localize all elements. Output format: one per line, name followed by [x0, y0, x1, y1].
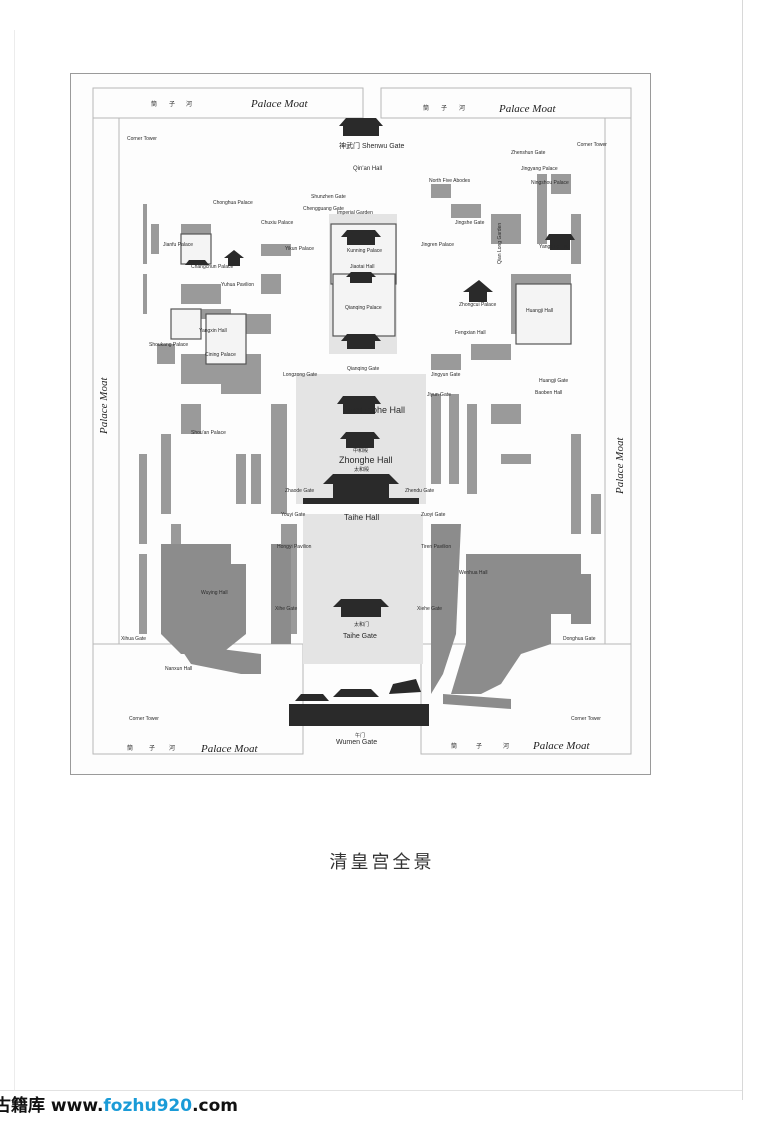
xihua-gate-label: Xihua Gate [121, 636, 146, 642]
yuhua-pavilion-label: Yuhua Pavilion [221, 282, 254, 288]
jingshe-gate-label: Jingshe Gate [455, 220, 485, 226]
zhongcui-palace-label: Zhongcui Palace [459, 302, 496, 308]
qinan-hall-label: Qin'an Hall [353, 166, 382, 172]
qian-long-garden-label: Qian Long Garden [497, 223, 503, 264]
moat-cn-9: 河 [169, 744, 175, 752]
taihe-gate-cn: 太和门 [354, 621, 369, 628]
yangxing-hall-label: Yangxing Hall [539, 244, 569, 250]
hongyi-pavilion-label: Hongyi Pavilion [277, 544, 312, 550]
chonghua-palace-label: Chonghua Palace [213, 200, 253, 206]
moat-cn-5: 子 [441, 105, 447, 112]
moat-cn-4: 筒 [423, 104, 429, 112]
shunzhen-gate-label: Shunzhen Gate [311, 194, 346, 200]
qianqing-palace-label: Qianqing Palace [345, 305, 382, 311]
moat-cn-10: 筒 [451, 742, 457, 750]
footer-suffix: .com [192, 1096, 239, 1116]
footer-highlight: fozhu920 [103, 1096, 193, 1116]
moat-cn-2: 子 [169, 101, 175, 108]
zhonghe-hall-label: Zhonghe Hall [339, 455, 393, 465]
moat-cn-chars: 筒 子 河 筒 子 河 筒 子 河 筒 子 河 [127, 100, 509, 752]
jingyang-palace-label: Jingyang Palace [521, 166, 558, 172]
huangji-gate-label: Huangji Gate [539, 378, 568, 384]
palace-map-frame: Palace Moat Palace Moat Palace Moat Pala… [70, 73, 651, 775]
moat-banks [92, 87, 632, 755]
corner-tower-ne: Corner Tower [577, 142, 607, 148]
xihe-gate-label: Xihe Gate [275, 606, 297, 612]
donghua-gate-label: Donghua Gate [563, 636, 596, 642]
jiyun-gate-label: Jiyun Gate [427, 392, 451, 398]
nanxun-hall-label: Nanxun Hall [165, 666, 192, 672]
wuying-hall-label: Wuying Hall [201, 590, 228, 596]
north-five-abodes-label: North Five Abodes [429, 178, 471, 184]
wumen-gate-cn: 午门 [355, 732, 365, 739]
wenhua-complex [431, 524, 591, 709]
qianqing-gate-label: Qianqing Gate [347, 366, 379, 372]
moat-cn-1: 筒 [151, 100, 157, 108]
corner-tower-sw: Corner Tower [129, 716, 159, 722]
forbidden-city-map: Palace Moat Palace Moat Palace Moat Pala… [92, 87, 632, 755]
axis-labels: 神武门 Shenwu Gate Qin'an Hall Kunning Pala… [336, 141, 405, 746]
map-caption: 清皇宫全景 [329, 852, 435, 873]
footer-prefix: 古籍库 www. [0, 1096, 104, 1116]
moat-cn-11: 子 [476, 743, 482, 750]
moat-cn-7: 筒 [127, 744, 133, 752]
wuying-complex [161, 544, 291, 674]
baoben-hall-label: Baoben Hall [535, 390, 562, 396]
shoukang-palace-label: Shoukang Palace [149, 342, 188, 348]
moat-cn-3: 河 [186, 100, 192, 108]
moat-cn-8: 子 [149, 745, 155, 752]
jingren-palace-label: Jingren Palace [421, 242, 454, 248]
baohe-hall-label: Baohe Hall [361, 405, 405, 415]
cining-palace-label: Cining Palace [205, 352, 236, 358]
shenwu-gate-label: 神武门 Shenwu Gate [339, 141, 404, 150]
corner-tower-nw: Corner Tower [127, 136, 157, 142]
imperial-garden-label: Imperial Garden [337, 210, 373, 216]
moat-label-south-west: Palace Moat [200, 743, 258, 755]
changchun-palace-label: Changchun Palace [191, 264, 233, 270]
corner-tower-se: Corner Tower [571, 716, 601, 722]
taihe-hall-cn: 太和殿 [354, 466, 369, 473]
jianfu-palace-label: Jianfu Palace [163, 242, 193, 248]
chuxiu-palace-label: Chuxiu Palace [261, 220, 293, 226]
moat-label-west: Palace Moat [98, 377, 110, 435]
zhendu-gate-label: Zhendu Gate [405, 488, 434, 494]
yikun-palace-label: Yikun Palace [285, 246, 314, 252]
side-labels: Corner Tower Corner Tower Corner Tower C… [121, 136, 607, 722]
tiren-pavilion-label: Tiren Pavilion [421, 544, 451, 550]
moat-label-north-west: Palace Moat [250, 98, 308, 110]
zhonghe-hall-cn: 中和殿 [353, 447, 368, 454]
kunning-palace-label: Kunning Palace [347, 248, 382, 254]
east-blocks [431, 174, 601, 534]
wenhua-hall-label: Wenhua Hall [459, 570, 488, 576]
fengxian-hall-label: Fengxian Hall [455, 330, 486, 336]
zhenshun-gate-label: Zhenshun Gate [511, 150, 546, 156]
shouan-palace-label: Shou'an Palace [191, 430, 226, 436]
jingyun-gate-label: Jingyun Gate [431, 372, 461, 378]
zuoyi-gate-label: Zuoyi Gate [421, 512, 446, 518]
moat-labels: Palace Moat Palace Moat Palace Moat Pala… [98, 98, 626, 755]
moat-label-east: Palace Moat [614, 437, 626, 495]
yangxin-hall-label: Yangxin Hall [199, 328, 227, 334]
moat-label-north-east: Palace Moat [498, 103, 556, 115]
zhaode-gate-label: Zhaode Gate [285, 488, 314, 494]
taihe-gate-label: Taihe Gate [343, 633, 377, 640]
page-left-shadow [14, 30, 15, 1090]
wumen-gate-label: Wumen Gate [336, 739, 377, 746]
youyi-gate-label: Youyi Gate [281, 512, 305, 518]
watermark-footer: 古籍库 www.fozhu920.com [0, 1094, 238, 1118]
taihe-hall-label: Taihe Hall [344, 513, 379, 522]
building-icons [185, 118, 575, 726]
xiehe-gate-label: Xiehe Gate [417, 606, 442, 612]
chengguang-gate-label: Chengguang Gate [303, 206, 344, 212]
huangji-hall-label: Huangji Hall [526, 308, 553, 314]
moat-cn-6: 河 [459, 104, 465, 112]
baohe-hall-cn: 保和殿 [348, 407, 363, 414]
jiaotai-hall-label: Jiaotai Hall [350, 264, 374, 270]
ningshou-palace-label: Ningshou Palace [531, 180, 569, 186]
longzong-gate-label: Longzong Gate [283, 372, 317, 378]
moat-label-south-east: Palace Moat [532, 740, 590, 752]
footer-rule [0, 1090, 742, 1091]
moat-cn-12: 河 [503, 742, 509, 750]
page-right-edge [742, 0, 743, 1100]
